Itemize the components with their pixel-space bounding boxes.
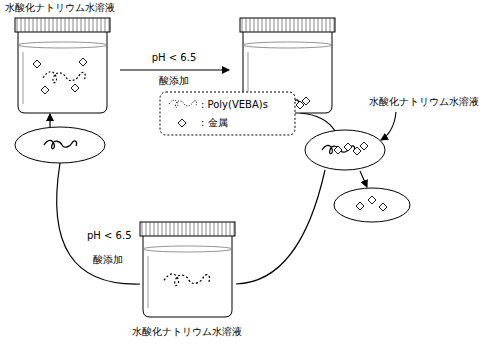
annotation-label: 水酸化ナトリウム水溶液 xyxy=(368,96,480,108)
loop-arrow xyxy=(49,114,50,127)
drawing-part xyxy=(44,140,77,148)
metal-symbol xyxy=(178,119,186,127)
loop-arc xyxy=(57,163,140,284)
legend-sample xyxy=(168,115,198,131)
polymer-symbol xyxy=(169,100,197,107)
legend-box xyxy=(160,92,295,135)
drawing-part xyxy=(43,72,85,83)
drawing-part xyxy=(140,222,235,317)
drawing-part xyxy=(360,142,368,150)
drawing-part xyxy=(164,274,210,286)
node-text: 水酸化ナトリウム水溶液 xyxy=(132,326,242,338)
drawing-part xyxy=(334,188,410,222)
legend-text: : Poly(VEBA)s xyxy=(201,99,268,111)
polymer-dish xyxy=(15,127,105,163)
legend-sample xyxy=(168,97,198,113)
drawing-part xyxy=(15,127,105,163)
jar-heading-node: 水酸化ナトリウム水溶液 xyxy=(130,325,244,339)
drawing-part xyxy=(15,18,110,113)
node-text: 水酸化ナトリウム水溶液 xyxy=(5,2,115,14)
drawing-part xyxy=(44,140,77,148)
drawing-part xyxy=(43,72,85,83)
metal-dish xyxy=(334,188,410,222)
drawing-part xyxy=(41,86,49,94)
jar-solution xyxy=(15,18,110,113)
drawing-part xyxy=(33,60,41,68)
drawing-part xyxy=(305,130,385,170)
annotation-label: 酸添加 xyxy=(92,254,124,266)
annotation-label: 酸添加 xyxy=(158,75,190,87)
drawing-part xyxy=(79,58,87,66)
drawing-part xyxy=(344,143,352,151)
separation-arrow xyxy=(360,171,367,187)
legend-row: : Poly(VEBA)s xyxy=(168,97,290,113)
drawing-part xyxy=(356,202,364,210)
loop-arc xyxy=(300,113,335,131)
drawing-part xyxy=(164,274,210,286)
legend: : Poly(VEBA)s : 金属 xyxy=(168,97,290,133)
drawing-part xyxy=(334,146,342,154)
drawing-part xyxy=(71,84,79,92)
addition-arrow xyxy=(381,112,396,140)
process-arrow xyxy=(120,69,229,70)
loop-arc xyxy=(236,170,325,284)
legend-row: : 金属 xyxy=(168,115,290,131)
drawing-part xyxy=(302,97,310,105)
drawing-part xyxy=(353,147,361,155)
drawing-part xyxy=(368,196,376,204)
annotation-label: pH < 6.5 xyxy=(151,52,198,64)
legend-text: : 金属 xyxy=(201,117,228,129)
jar-heading-node: 水酸化ナトリウム水溶液 xyxy=(3,1,117,15)
drawing-part xyxy=(379,203,387,211)
precipitate-dish xyxy=(305,130,385,170)
jar-polymer xyxy=(140,222,235,317)
annotation-label: pH < 6.5 xyxy=(86,230,133,242)
